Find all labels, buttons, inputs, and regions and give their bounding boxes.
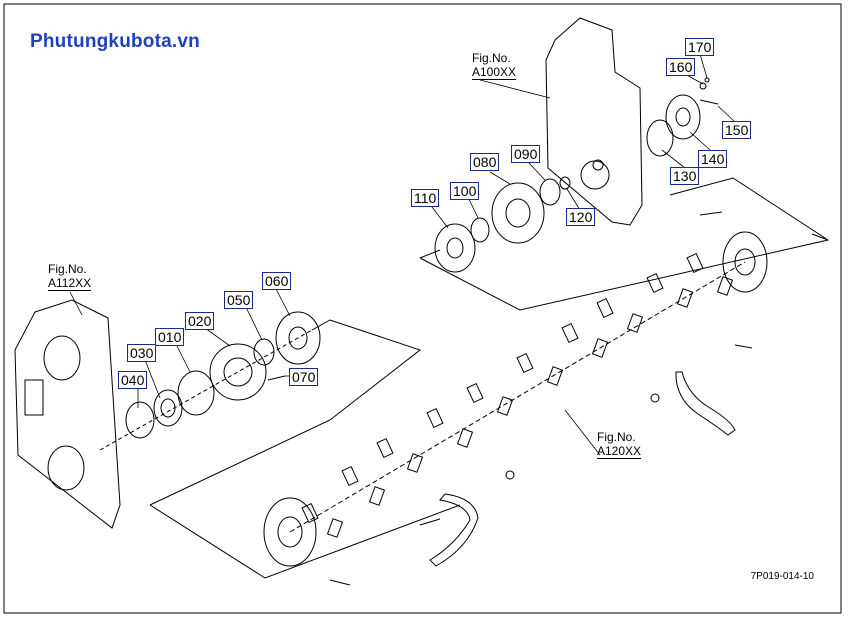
- fig-ref-number: A100XX: [472, 65, 517, 80]
- housing-020: [209, 343, 267, 401]
- callout-030[interactable]: 030: [127, 344, 157, 362]
- right-housing-frame: [419, 177, 830, 311]
- callout-150[interactable]: 150: [722, 121, 752, 139]
- left-housing-plate: [14, 299, 121, 529]
- bolt-150: [699, 99, 719, 105]
- drawing-code: 7P019-014-10: [750, 571, 814, 582]
- fig-ref-prefix: Fig.No.: [48, 262, 87, 276]
- callout-140[interactable]: 140: [698, 150, 728, 168]
- fig-ref-prefix: Fig.No.: [597, 430, 636, 444]
- callout-070[interactable]: 070: [289, 368, 319, 386]
- callout-110[interactable]: 110: [411, 189, 440, 207]
- callout-050[interactable]: 050: [224, 291, 254, 309]
- bolt-blade: [419, 518, 441, 526]
- leader-lines: [69, 53, 736, 456]
- fig-ref-number: A112XX: [48, 276, 92, 291]
- callout-060[interactable]: 060: [262, 272, 292, 290]
- snap-ring-040: [125, 401, 155, 439]
- watermark: Phutungkubota.vn: [30, 31, 200, 52]
- bolt-top: [699, 211, 723, 216]
- rotor-shaft: [289, 261, 746, 533]
- cover-110: [434, 223, 476, 273]
- o-ring-130: [646, 119, 674, 157]
- right-housing-plate: [545, 17, 643, 226]
- callout-040[interactable]: 040: [118, 371, 148, 389]
- bearing-030: [153, 389, 183, 427]
- callout-080[interactable]: 080: [470, 153, 500, 171]
- bolt-170: [704, 77, 710, 83]
- fig-ref-number: A120XX: [597, 444, 642, 459]
- fig-ref-prefix: Fig.No.: [472, 51, 511, 65]
- fig-ref-a112[interactable]: Fig.No. A112XX: [48, 262, 92, 291]
- cover-140: [665, 94, 701, 140]
- page-border: [3, 3, 842, 614]
- o-ring-010: [177, 370, 215, 416]
- left-drive-frame: [149, 319, 461, 579]
- fig-ref-a120[interactable]: Fig.No. A120XX: [597, 430, 642, 459]
- housing-080: [491, 182, 545, 244]
- callout-130[interactable]: 130: [670, 167, 700, 185]
- callout-170[interactable]: 170: [685, 38, 715, 56]
- callout-020[interactable]: 020: [185, 312, 215, 330]
- blade-lower: [429, 493, 479, 567]
- bolt-rotor-right: [734, 344, 753, 349]
- callout-120[interactable]: 120: [566, 208, 596, 226]
- blade-right: [675, 371, 736, 436]
- rotor-flange-left: [263, 497, 317, 567]
- seal-100: [470, 217, 490, 243]
- rotor-tines: [301, 252, 734, 538]
- rotor-flange-right: [722, 231, 768, 293]
- nut-lower: [505, 470, 515, 480]
- washer-160: [699, 82, 707, 90]
- callout-100[interactable]: 100: [450, 182, 480, 200]
- nut-right: [650, 393, 660, 403]
- flange-060: [275, 311, 321, 365]
- seal-050: [253, 338, 275, 366]
- callout-090[interactable]: 090: [511, 145, 541, 163]
- bolt-rotor-left: [329, 579, 351, 586]
- snap-ring-120: [559, 176, 571, 190]
- callout-160[interactable]: 160: [666, 58, 696, 76]
- callout-010[interactable]: 010: [155, 328, 185, 346]
- bolt-070: [267, 375, 286, 381]
- bearing-090: [539, 178, 561, 206]
- fig-ref-a100[interactable]: Fig.No. A100XX: [472, 51, 517, 80]
